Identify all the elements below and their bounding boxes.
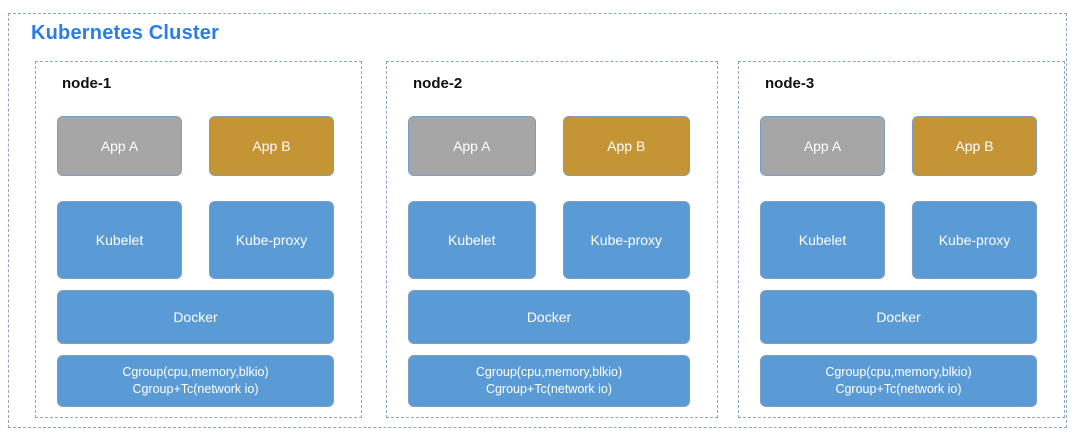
app-a-box: App A: [57, 116, 182, 176]
cluster-container: Kubernetes Cluster node-1 App A App B Ku…: [8, 13, 1067, 428]
cgroup-line2: Cgroup+Tc(network io): [132, 382, 259, 396]
docker-label: Docker: [173, 308, 218, 325]
kubelet-label: Kubelet: [95, 231, 144, 248]
kubelet-box: Kubelet: [760, 201, 885, 279]
cgroup-line2: Cgroup+Tc(network io): [835, 382, 962, 396]
kube-proxy-label: Kube-proxy: [938, 231, 1011, 248]
kubelet-label: Kubelet: [798, 231, 847, 248]
kubelet-box: Kubelet: [408, 201, 536, 279]
docker-box: Docker: [408, 290, 690, 344]
components-row: Kubelet Kube-proxy: [408, 201, 690, 279]
kube-proxy-box: Kube-proxy: [209, 201, 334, 279]
apps-row: App A App B: [760, 116, 1037, 176]
app-a-box: App A: [760, 116, 885, 176]
kube-proxy-label: Kube-proxy: [590, 231, 663, 248]
cgroup-box: Cgroup(cpu,memory,blkio) Cgroup+Tc(netwo…: [408, 355, 690, 407]
docker-box: Docker: [57, 290, 334, 344]
apps-row: App A App B: [408, 116, 690, 176]
node-box-2: node-2 App A App B Kubelet Kube-proxy Do…: [386, 61, 718, 418]
node-label: node-1: [62, 75, 112, 92]
cgroup-line2: Cgroup+Tc(network io): [485, 382, 613, 396]
app-b-label: App B: [955, 137, 994, 154]
cluster-title: Kubernetes Cluster: [31, 22, 220, 44]
app-b-box: App B: [912, 116, 1037, 176]
node-label: node-3: [765, 75, 815, 92]
app-a-label: App A: [453, 137, 491, 154]
node-box-1: node-1 App A App B Kubelet Kube-proxy Do…: [35, 61, 362, 418]
cgroup-box: Cgroup(cpu,memory,blkio) Cgroup+Tc(netwo…: [760, 355, 1037, 407]
kubelet-label: Kubelet: [448, 231, 496, 248]
cgroup-line1: Cgroup(cpu,memory,blkio): [825, 365, 972, 380]
docker-label: Docker: [526, 308, 572, 325]
apps-row: App A App B: [57, 116, 334, 176]
cgroup-line1: Cgroup(cpu,memory,blkio): [122, 365, 269, 380]
node-box-3: node-3 App A App B Kubelet Kube-proxy Do…: [738, 61, 1065, 418]
node-label: node-2: [413, 75, 463, 92]
kube-proxy-box: Kube-proxy: [562, 201, 690, 279]
cgroup-line1: Cgroup(cpu,memory,blkio): [475, 365, 623, 380]
app-b-box: App B: [209, 116, 334, 176]
app-b-label: App B: [252, 137, 291, 154]
kube-proxy-box: Kube-proxy: [912, 201, 1037, 279]
docker-box: Docker: [760, 290, 1037, 344]
app-a-label: App A: [100, 137, 139, 154]
app-b-box: App B: [562, 116, 690, 176]
components-row: Kubelet Kube-proxy: [57, 201, 334, 279]
app-b-label: App B: [607, 137, 646, 154]
docker-label: Docker: [876, 308, 921, 325]
kubelet-box: Kubelet: [57, 201, 182, 279]
app-a-box: App A: [408, 116, 536, 176]
cgroup-box: Cgroup(cpu,memory,blkio) Cgroup+Tc(netwo…: [57, 355, 334, 407]
kube-proxy-label: Kube-proxy: [235, 231, 308, 248]
components-row: Kubelet Kube-proxy: [760, 201, 1037, 279]
app-a-label: App A: [803, 137, 842, 154]
